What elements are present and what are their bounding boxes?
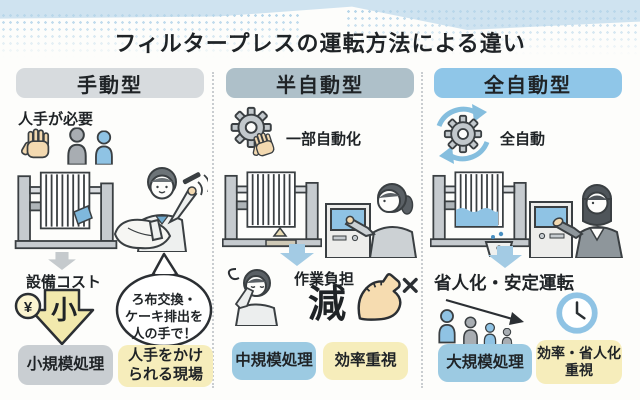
- down-arrow-icon: [488, 246, 522, 268]
- down-arrow-icon: [280, 244, 314, 266]
- relieved-worker-icon: [227, 268, 279, 326]
- gear-icon: [230, 106, 276, 160]
- cost-arrow-icon: 小 ¥: [14, 288, 95, 346]
- full-focus-tag: 効率・省人化 重視: [536, 340, 622, 384]
- speech-bubble-text: ろ布交換・ ケーキ排出を 人の手で！: [124, 292, 203, 341]
- full-feature-label: 全自動: [500, 131, 546, 148]
- column-semi-header: 半自動型: [226, 68, 414, 98]
- page-title: フィルタープレスの運転方法による違い: [114, 31, 526, 56]
- column-full-header: 全自動型: [434, 68, 622, 98]
- muscle-crossed-icon: [357, 273, 418, 321]
- yen-coin-icon: [14, 292, 42, 320]
- yen-symbol: ¥: [24, 299, 33, 316]
- column-divider-1: [212, 72, 214, 388]
- staff-reduction-icon: [438, 298, 524, 348]
- manual-scale-tag: 小規模処理: [18, 345, 113, 385]
- column-manual-header: 手動型: [16, 68, 204, 98]
- hand-icon: [19, 128, 50, 159]
- cost-arrow-label: 小: [51, 295, 77, 325]
- auto-cycle-icon: [436, 104, 490, 164]
- filter-press-full-illustration: [430, 171, 624, 258]
- halftone-dots-right: [345, 8, 640, 58]
- semi-focus-tag: 効率重視: [323, 342, 408, 380]
- semi-benefit-title: 作業負担: [294, 271, 355, 288]
- semi-benefit-emphasis: 減: [308, 284, 347, 326]
- filter-press-manual-illustration: [14, 167, 208, 252]
- clock-icon: [556, 292, 598, 334]
- cost-title: 設備コスト: [26, 274, 102, 291]
- filter-press-semi-illustration: [222, 171, 418, 258]
- halftone-dots-left: [0, 12, 300, 60]
- column-full-auto: 全自動型 全自動: [430, 66, 630, 398]
- column-manual: 手動型 人手が必要: [12, 66, 213, 398]
- semi-scale-tag: 中規模処理: [232, 342, 316, 380]
- manual-feature-label: 人手が必要: [18, 111, 94, 128]
- down-arrow-icon: [48, 252, 76, 270]
- column-semi-auto: 半自動型 一部自動化: [222, 66, 422, 398]
- full-scale-tag: 大規模処理: [438, 344, 532, 382]
- manual-focus-tag: 人手をかけ られる現場: [118, 345, 213, 387]
- semi-feature-label: 一部自動化: [286, 131, 362, 148]
- full-benefit-title: 省人化・安定運転: [434, 273, 574, 293]
- column-divider-2: [421, 72, 423, 388]
